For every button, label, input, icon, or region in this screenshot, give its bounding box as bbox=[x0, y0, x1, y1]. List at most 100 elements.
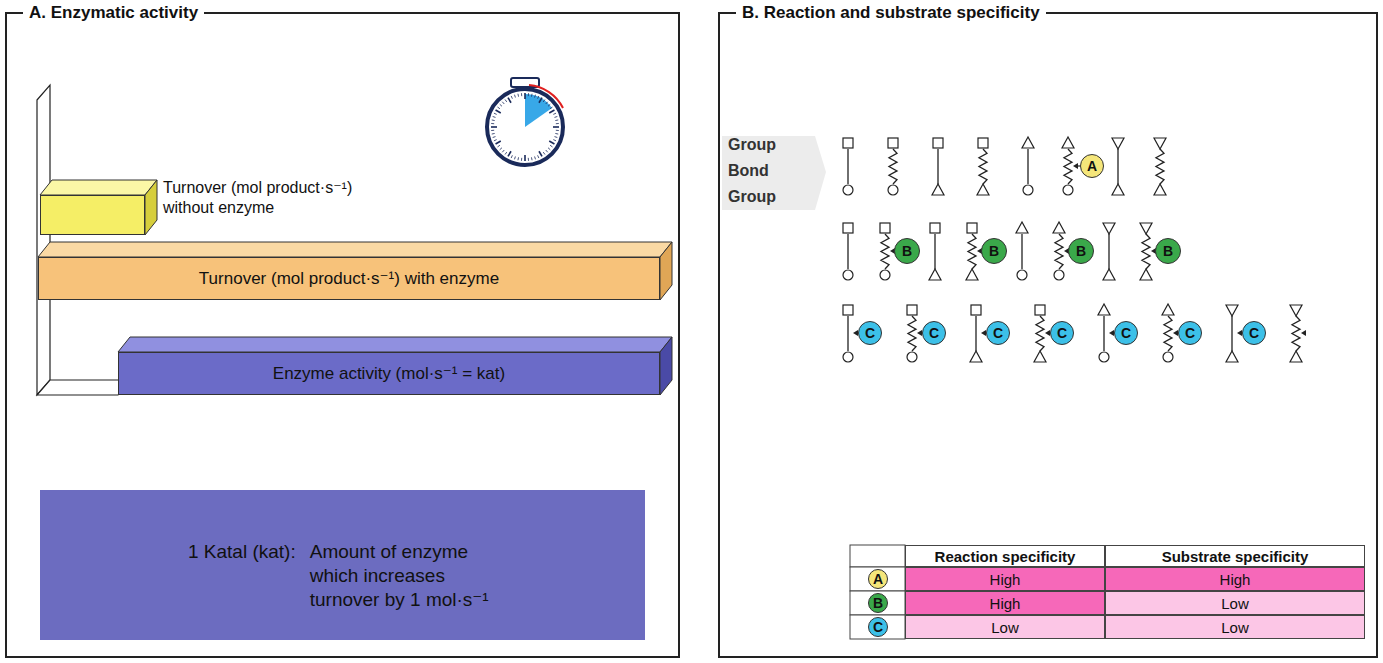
chemical-group bbox=[843, 223, 853, 233]
chemical-bond bbox=[847, 149, 848, 184]
chemical-group bbox=[843, 138, 853, 148]
back-wall bbox=[37, 85, 50, 395]
watch-tick bbox=[514, 95, 516, 98]
chemical-group bbox=[1098, 304, 1110, 315]
chemical-group bbox=[907, 305, 917, 315]
watch-tick bbox=[556, 123, 559, 124]
chemical-group bbox=[932, 184, 944, 195]
chemical-group bbox=[907, 352, 917, 362]
chemical-group bbox=[1290, 351, 1302, 362]
activity-bar: Enzyme activity (mol·s⁻¹ = kat) bbox=[118, 352, 660, 395]
watch-tick bbox=[497, 145, 499, 147]
chemical-group bbox=[1154, 184, 1166, 195]
watch-tick bbox=[553, 113, 556, 114]
table-cell: High bbox=[905, 591, 1105, 615]
watch-tick bbox=[534, 95, 536, 98]
elapsed-arc bbox=[529, 85, 563, 108]
watch-tick bbox=[491, 130, 494, 131]
chemical-bond bbox=[1142, 234, 1150, 269]
chemical-group bbox=[1062, 137, 1074, 148]
chemical-group bbox=[880, 270, 890, 280]
chemical-group bbox=[1112, 184, 1124, 195]
cube-side bbox=[145, 180, 157, 235]
chemical-group bbox=[843, 270, 853, 280]
elapsed-wedge bbox=[525, 94, 552, 127]
watch-tick bbox=[493, 136, 496, 138]
chemical-group bbox=[966, 269, 978, 280]
chemical-group bbox=[1054, 270, 1064, 280]
arrowhead bbox=[1073, 163, 1078, 169]
table-cell: High bbox=[905, 567, 1105, 591]
enzyme-circle: C bbox=[986, 321, 1010, 345]
watch-tick bbox=[514, 156, 516, 159]
table-header: Substrate specificity bbox=[1105, 545, 1365, 567]
enzyme-circle: B bbox=[981, 238, 1007, 264]
chemical-bond bbox=[1231, 316, 1232, 351]
watch-tick bbox=[517, 94, 519, 97]
watch-tick bbox=[528, 93, 529, 96]
watch-tick bbox=[549, 141, 554, 144]
enzyme-letter: B bbox=[989, 244, 999, 258]
watch-tick bbox=[539, 151, 542, 156]
enzyme-circle: C bbox=[868, 617, 888, 637]
watch-tick bbox=[500, 148, 502, 150]
watch-tick bbox=[555, 133, 558, 135]
yellow-cube: Turnover (mol product·s⁻¹) without enzym… bbox=[40, 195, 145, 235]
watch-tick bbox=[521, 158, 522, 161]
enzyme-circle: A bbox=[868, 569, 888, 589]
watch-tick bbox=[508, 151, 511, 156]
box-text: Turnover (mol product·s⁻¹) with enzyme bbox=[199, 268, 499, 289]
cube-faces bbox=[38, 180, 672, 395]
table-cell bbox=[850, 591, 905, 615]
watch-tick bbox=[543, 152, 545, 154]
chemical-group bbox=[978, 138, 988, 148]
chemical-group bbox=[1016, 222, 1028, 233]
chemical-group bbox=[1053, 222, 1065, 233]
table-cell bbox=[850, 567, 905, 591]
chemical-bond bbox=[1164, 316, 1172, 351]
enzyme-circle: A bbox=[1080, 154, 1104, 178]
chemical-group bbox=[1163, 352, 1173, 362]
watch-tick bbox=[553, 126, 559, 128]
chemical-bond bbox=[908, 316, 916, 351]
chemical-group bbox=[1063, 185, 1073, 195]
panel: A. Enzymatic activityTurnover (mol produ… bbox=[5, 12, 680, 658]
watch-tick bbox=[556, 130, 559, 131]
label-band bbox=[722, 136, 826, 210]
panel-heading: A. Enzymatic activity bbox=[23, 2, 204, 24]
chemical-group bbox=[929, 269, 941, 280]
chemical-bond bbox=[1021, 234, 1022, 269]
chemical-bond bbox=[1103, 316, 1104, 351]
chemical-bond bbox=[1027, 149, 1028, 184]
enzyme-circle: B bbox=[1068, 238, 1094, 264]
enzyme-circle: C bbox=[858, 321, 882, 345]
watch-tick bbox=[491, 126, 497, 128]
watch-tick bbox=[538, 96, 539, 99]
chemical-bond bbox=[1292, 316, 1300, 351]
enzyme-letter: C bbox=[1121, 326, 1131, 340]
chemical-bond bbox=[881, 234, 889, 269]
table-cell: Low bbox=[905, 615, 1105, 639]
chemical-bond bbox=[979, 149, 987, 184]
watch-tick bbox=[550, 107, 552, 109]
bar-top bbox=[118, 337, 672, 352]
chemical-group bbox=[1023, 185, 1033, 195]
molecules bbox=[843, 137, 1306, 362]
enzyme-letter: B bbox=[1076, 244, 1086, 258]
watch-tick bbox=[553, 140, 556, 141]
chemical-group bbox=[843, 185, 853, 195]
chemical-group bbox=[1154, 138, 1166, 149]
chemical-bond bbox=[847, 316, 848, 351]
watch-tick bbox=[517, 157, 519, 160]
watch-tick bbox=[494, 140, 497, 141]
stopwatch bbox=[487, 78, 563, 165]
chemical-group bbox=[1226, 305, 1238, 316]
enzyme-circle: C bbox=[1178, 321, 1202, 345]
watch-tick bbox=[496, 110, 501, 113]
watch-tick bbox=[497, 107, 499, 109]
enzyme-circle: C bbox=[1114, 321, 1138, 345]
enzyme-letter: B bbox=[902, 244, 912, 258]
watch-tick bbox=[511, 96, 512, 99]
chemical-group bbox=[1103, 269, 1115, 280]
watch-tick bbox=[521, 93, 522, 96]
